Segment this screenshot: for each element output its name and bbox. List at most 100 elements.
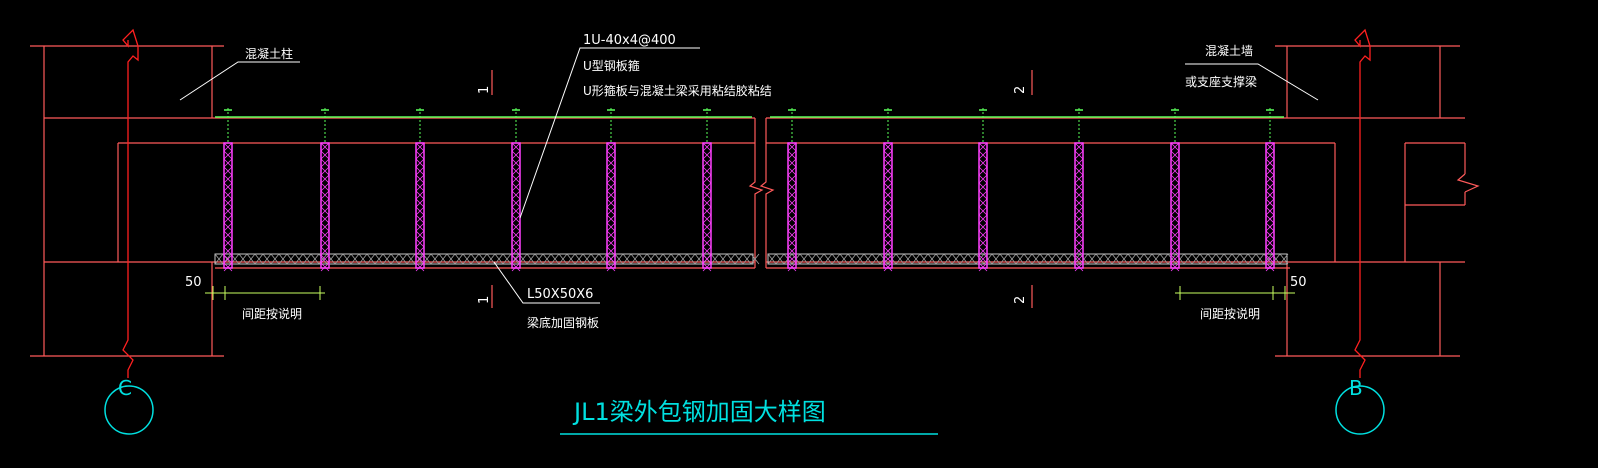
bottom-plate-hatch [1071,253,1081,265]
u-strip-hatch [1170,166,1180,176]
u-strip-hatch [883,214,893,224]
bottom-plate-hatch [582,253,592,265]
bottom-plate-hatch [1055,253,1065,265]
u-strip-hatch [787,222,797,232]
bottom-plate-hatch [1103,253,1113,265]
u-strip-hatch [787,166,797,176]
u-strip-hatch [1170,222,1180,232]
u-strip-hatch [883,222,893,232]
u-strip-hatch [1265,230,1275,240]
leader-angle [493,261,600,304]
u-strip-hatch [1170,190,1180,200]
u-strip-hatch [511,198,521,208]
u-strip-hatch [1170,238,1180,248]
bottom-plate-hatch [374,253,384,265]
bottom-plate-hatch [310,253,320,265]
u-strip-hatch [606,174,616,184]
u-strip-hatch [978,238,988,248]
bottom-plate-hatch [382,253,392,265]
u-strip-hatch [702,262,712,272]
u-strip-hatch [223,142,233,152]
u-strip-hatch [702,246,712,256]
u-strip-hatch [787,238,797,248]
bottom-plate-hatch [630,253,640,265]
u-strip-hatch [1074,262,1084,272]
u-strip-hatch [1170,206,1180,216]
bottom-plate-hatch [1207,253,1217,265]
bottom-plate-hatch [1007,253,1017,265]
u-strip-hatch [787,150,797,160]
bottom-plate-hatch [1183,253,1193,265]
bottom-plate-hatch [983,253,993,265]
u-strip-hatch [606,166,616,176]
u-strip-hatch [606,262,616,272]
u-strip-hatch [1265,158,1275,168]
u-strip-hatch [223,206,233,216]
axis-lines [122,28,1371,378]
u-strip-hatch [415,142,425,152]
u-strip-hatch [511,214,521,224]
bottom-plate-hatch [454,253,464,265]
u-strip-hatch [1170,182,1180,192]
u-strip-hatch [1265,222,1275,232]
u-strip-hatch [1170,174,1180,184]
u-strip-7 [787,108,797,272]
u-strip-hatch [978,230,988,240]
center-break-left [748,118,764,268]
axis-c-label: C [118,376,132,400]
u-strip-name-label: U型钢板箍 [583,58,640,73]
u-strip-hatch [511,262,521,272]
u-strip-hatch [978,174,988,184]
u-strip-hatch [883,150,893,160]
u-strip-hatch [1265,206,1275,216]
bottom-plate-hatch [1215,253,1225,265]
bottom-plate-hatch [919,253,929,265]
bottom-plate-hatch [807,253,817,265]
u-strip-hatch [787,182,797,192]
section-2-bottom-label: 2 [1013,296,1028,304]
u-strip-hatch [223,230,233,240]
u-strip-hatch [223,174,233,184]
u-strip-hatch [883,254,893,264]
angle-note-label: 梁底加固钢板 [527,315,599,330]
bottom-plate-hatch [574,253,584,265]
bottom-plate-hatch [278,253,288,265]
u-strip-hatch [606,142,616,152]
u-strip-hatch [511,238,521,248]
u-strip-body [787,142,797,269]
bottom-plate-hatch [238,253,248,265]
bottom-plate-hatch [943,253,953,265]
u-strip-hatch [1074,254,1084,264]
u-strip-hatch [223,238,233,248]
u-strip-hatch [702,174,712,184]
bottom-plate-hatch [871,253,881,265]
u-strip-hatch [320,246,330,256]
bottom-plate-hatch [750,253,760,265]
bottom-plate-hatch [462,253,472,265]
u-strip-hatch [883,238,893,248]
u-strip-hatch [702,190,712,200]
u-strip-hatch [511,150,521,160]
u-strip-hatch [702,238,712,248]
u-strip-hatch [702,166,712,176]
u-strip-hatch [1074,190,1084,200]
u-strip-hatch [511,190,521,200]
bottom-plate-hatch [895,253,905,265]
bottom-plate-hatch [1023,253,1033,265]
u-strip-hatch [1265,182,1275,192]
concrete-outlines [30,45,1480,357]
bottom-plate-hatch [566,253,576,265]
u-strip-hatch [320,206,330,216]
u-strip-body [883,142,893,269]
u-strip-hatch [606,206,616,216]
bottom-plate-hatch [542,253,552,265]
bottom-plate-hatch [975,253,985,265]
u-strip-hatch [415,174,425,184]
u-strip-hatch [511,142,521,152]
bottom-plate-hatch [470,253,480,265]
u-strip-hatch [415,238,425,248]
bottom-plate-hatch [1199,253,1209,265]
axis-line-b [1354,28,1371,378]
u-strip-10 [1074,108,1084,272]
u-strip-hatch [511,158,521,168]
